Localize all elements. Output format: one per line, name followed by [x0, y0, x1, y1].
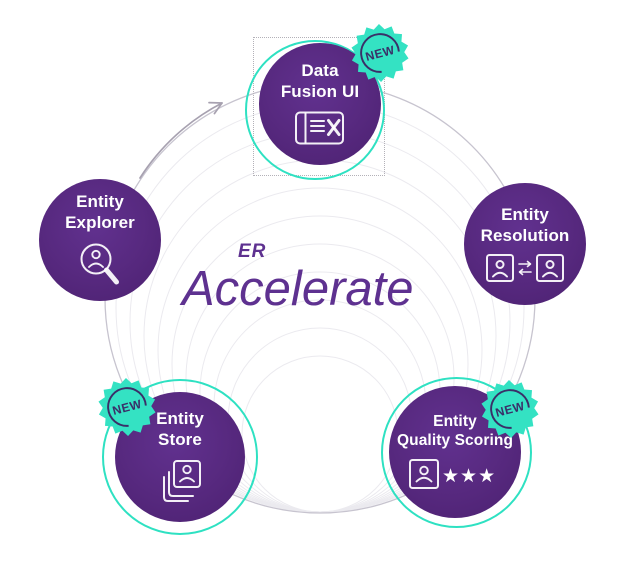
person-rating-icon: ★★★: [409, 459, 496, 490]
node-label: Data Fusion UI: [281, 61, 359, 102]
node-label-line1: Data: [301, 61, 339, 81]
page-title: Accelerate: [182, 262, 414, 316]
center-title: ER Accelerate: [182, 241, 462, 317]
badge-seal-icon: [98, 377, 156, 437]
highlight-ring-entity-store: [102, 379, 258, 535]
record-match-icon: [486, 254, 564, 283]
cycle-arrow-icon: [139, 101, 223, 179]
highlight-ring-entity-quality: [381, 377, 532, 528]
node-label-line1: Entity: [156, 408, 204, 428]
record-stack-icon: [163, 460, 201, 503]
person-search-icon: [80, 243, 119, 285]
node-label: Entity Quality Scoring: [397, 413, 513, 451]
node-label-line1: Entity: [501, 204, 549, 224]
node-label-line2: Resolution: [480, 225, 570, 245]
node-label-line2: Store: [158, 429, 202, 449]
node-label-line2: Explorer: [65, 212, 135, 232]
node-label: Entity Explorer: [65, 192, 135, 233]
node-entity-explorer[interactable]: Entity Explorer: [39, 179, 161, 301]
node-label: Entity Resolution: [481, 205, 570, 246]
node-label: Entity Store: [156, 409, 204, 450]
node-label-line2: Fusion UI: [280, 82, 360, 101]
new-badge-entity-quality: NEW: [481, 379, 539, 439]
node-label-line2: Quality Scoring: [396, 431, 514, 449]
new-badge-entity-store: NEW: [98, 377, 156, 437]
highlight-ring-data-fusion: [245, 40, 385, 180]
star-rating: ★★★: [442, 465, 496, 487]
badge-seal-icon: [351, 23, 409, 83]
node-label-line1: Entity: [433, 412, 477, 430]
badge-seal-icon: [481, 379, 539, 439]
title-eyebrow: ER: [238, 241, 267, 262]
node-entity-resolution[interactable]: Entity Resolution: [464, 183, 586, 305]
node-label-line1: Entity: [76, 191, 124, 211]
new-badge-data-fusion: NEW: [351, 23, 409, 83]
data-fusion-card-icon: [295, 111, 344, 145]
